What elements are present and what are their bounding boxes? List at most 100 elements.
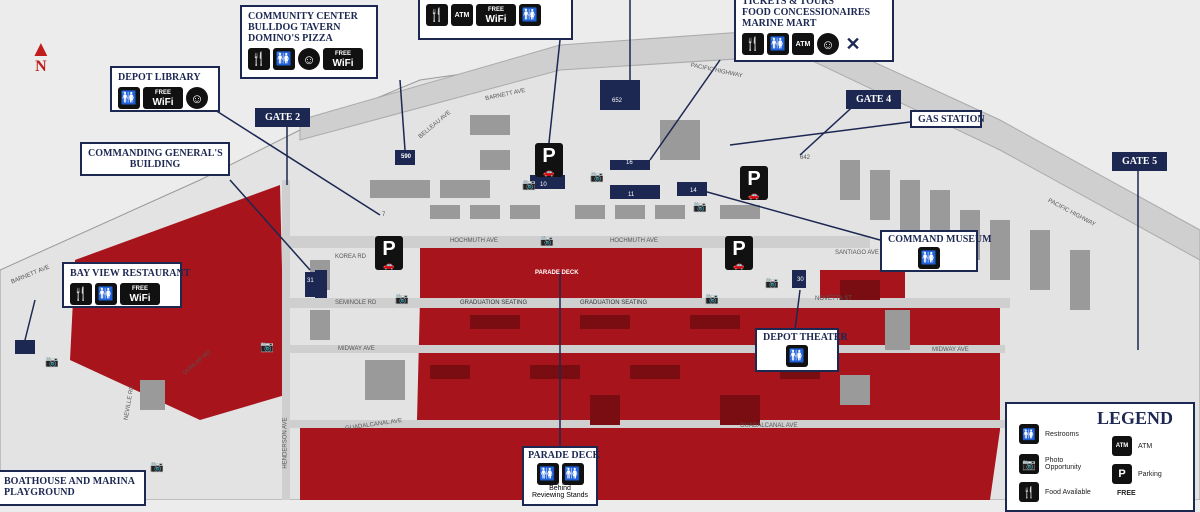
callout-parade-deck[interactable]: PARADE DECK 🚻 🚻 Behind Reviewing Stands <box>522 446 600 506</box>
street-midway-ave: MIDWAY AVE <box>338 346 375 352</box>
callout-title: DEPOT LIBRARY <box>118 72 201 83</box>
atm-icon: ATM <box>1112 436 1132 456</box>
camera-icon[interactable]: 📷 <box>260 341 274 353</box>
street-guadalcanal-ave-east: GUADALCANAL AVE <box>740 423 798 429</box>
callout-title: BOATHOUSE AND MARINA PLAYGROUND <box>4 476 135 498</box>
building-number: 652 <box>612 98 623 104</box>
street-henderson-ave: HENDERSON AVE <box>282 417 289 469</box>
street-santiago-ave: SANTIAGO AVE <box>835 250 879 256</box>
camera-icon[interactable]: 📷 <box>45 356 59 368</box>
atm-icon: ATM <box>451 4 473 26</box>
street-novetta-st: NOVETTA ST <box>815 296 852 302</box>
camera-icon[interactable]: 📷 <box>693 201 707 213</box>
callout-marine-mart[interactable]: TICKETS & TOURS FOOD CONCESSIONAIRES MAR… <box>734 0 894 62</box>
callout-title: COMMUNITY CENTER BULLDOG TAVERN DOMINO'S… <box>248 11 358 44</box>
atm-icon: ATM <box>792 33 814 55</box>
building-number: 11 <box>628 192 635 198</box>
food-icon: 🍴 <box>426 4 448 26</box>
midway-road <box>285 345 1005 353</box>
building-number: 30 <box>797 277 804 283</box>
map-legend: LEGEND 🚻 Restrooms 📷 Photo Opportunity 🍴… <box>1005 402 1195 512</box>
restroom-icon: 🚻 <box>95 283 117 305</box>
gate-4-label[interactable]: GATE 4 <box>846 90 902 109</box>
building-number: 31 <box>307 278 314 284</box>
gate-2-label[interactable]: GATE 2 <box>255 108 311 127</box>
restroom-icon: 🚻 <box>786 345 808 367</box>
amenity-icons: 🍴 🚻 ATM ☺ ✕ <box>742 33 886 55</box>
building-number: 14 <box>690 188 697 194</box>
parking-icon[interactable]: P🚗 <box>535 143 563 177</box>
camera-icon: 📷 <box>1019 454 1039 474</box>
building-number: 590 <box>401 154 412 160</box>
street-hochmuth-ave: HOCHMUTH AVE <box>450 238 498 244</box>
arrow-up-icon: ▲ <box>30 36 52 61</box>
amenity-icons: 🚻 <box>888 247 970 269</box>
camera-icon[interactable]: 📷 <box>522 179 536 191</box>
parking-icon[interactable]: P🚗 <box>725 236 753 270</box>
callout-depot-theater[interactable]: DEPOT THEATER 🚻 <box>755 328 848 372</box>
graduation-road <box>290 298 1010 308</box>
north-label: N <box>35 58 47 75</box>
henderson-road <box>282 180 290 500</box>
camera-icon[interactable]: 📷 <box>150 461 164 473</box>
camera-icon[interactable]: 📷 <box>705 293 719 305</box>
building-number: 642 <box>800 155 811 161</box>
parking-icon[interactable]: P🚗 <box>375 236 403 270</box>
food-icon: 🍴 <box>248 48 270 70</box>
exchange-logo-icon: ✕ <box>842 33 864 55</box>
food-icon: 🍴 <box>742 33 764 55</box>
legend-item-atm: ATM ATM <box>1112 436 1152 456</box>
street-hochmuth-ave: HOCHMUTH AVE <box>610 238 658 244</box>
callout-community-center[interactable]: COMMUNITY CENTER BULLDOG TAVERN DOMINO'S… <box>240 5 378 79</box>
camera-icon[interactable]: 📷 <box>395 293 409 305</box>
callout-title: BAY VIEW RESTAURANT <box>70 268 191 279</box>
callout-gas-station[interactable]: GAS STATION <box>910 110 985 128</box>
legend-item-food: 🍴 Food Available <box>1019 482 1091 502</box>
callout-title: TICKETS & TOURS FOOD CONCESSIONAIRES MAR… <box>742 0 871 29</box>
highlighted-buildings <box>15 80 806 354</box>
gate-5-label[interactable]: GATE 5 <box>1112 152 1168 171</box>
callout-command-museum[interactable]: COMMAND MUSEUM 🚻 <box>880 230 992 272</box>
building-number: 7 <box>382 212 386 218</box>
camera-icon[interactable]: 📷 <box>765 277 779 289</box>
callout-boathouse-marina[interactable]: BOATHOUSE AND MARINA PLAYGROUND <box>0 470 146 506</box>
red-zone-south <box>300 425 420 500</box>
legend-item-parking: P Parking <box>1112 464 1162 484</box>
smile-icon: ☺ <box>186 87 208 109</box>
camera-icon[interactable]: 📷 <box>590 171 604 183</box>
callout-title: DEPOT THEATER <box>763 332 848 343</box>
food-icon: 🍴 <box>70 283 92 305</box>
graduation-seating-label: GRADUATION SEATING <box>580 300 648 306</box>
building-number: 10 <box>540 182 547 188</box>
building-number: 16 <box>626 160 633 166</box>
callout-subtitle: Behind Reviewing Stands <box>531 485 589 499</box>
parking-icon[interactable]: P🚗 <box>740 166 768 200</box>
callout-title: COMMAND MUSEUM <box>888 234 992 245</box>
restroom-icon: 🚻 <box>118 87 140 109</box>
restroom-icon: 🚻 <box>536 463 559 485</box>
north-arrow: ▲ N <box>30 36 52 76</box>
legend-item-photo: 📷 Photo Opportunity <box>1019 454 1085 474</box>
legend-title: LEGEND <box>1097 408 1174 428</box>
guadalcanal-road <box>285 420 1005 428</box>
food-icon: 🍴 <box>1019 482 1039 502</box>
camera-icon[interactable]: 📷 <box>540 235 554 247</box>
callout-commanding-generals-building[interactable]: COMMANDING GENERAL'S BUILDING <box>80 142 230 176</box>
restroom-icon: 🚻 <box>918 247 940 269</box>
legend-item-restrooms: 🚻 Restrooms <box>1019 424 1079 444</box>
building-shapes <box>140 115 1090 410</box>
amenity-icons: 🚻 <box>763 345 831 367</box>
leader-lines <box>24 0 1139 448</box>
graduation-seating-label: GRADUATION SEATING <box>460 300 528 306</box>
red-zone-parade <box>420 248 702 300</box>
